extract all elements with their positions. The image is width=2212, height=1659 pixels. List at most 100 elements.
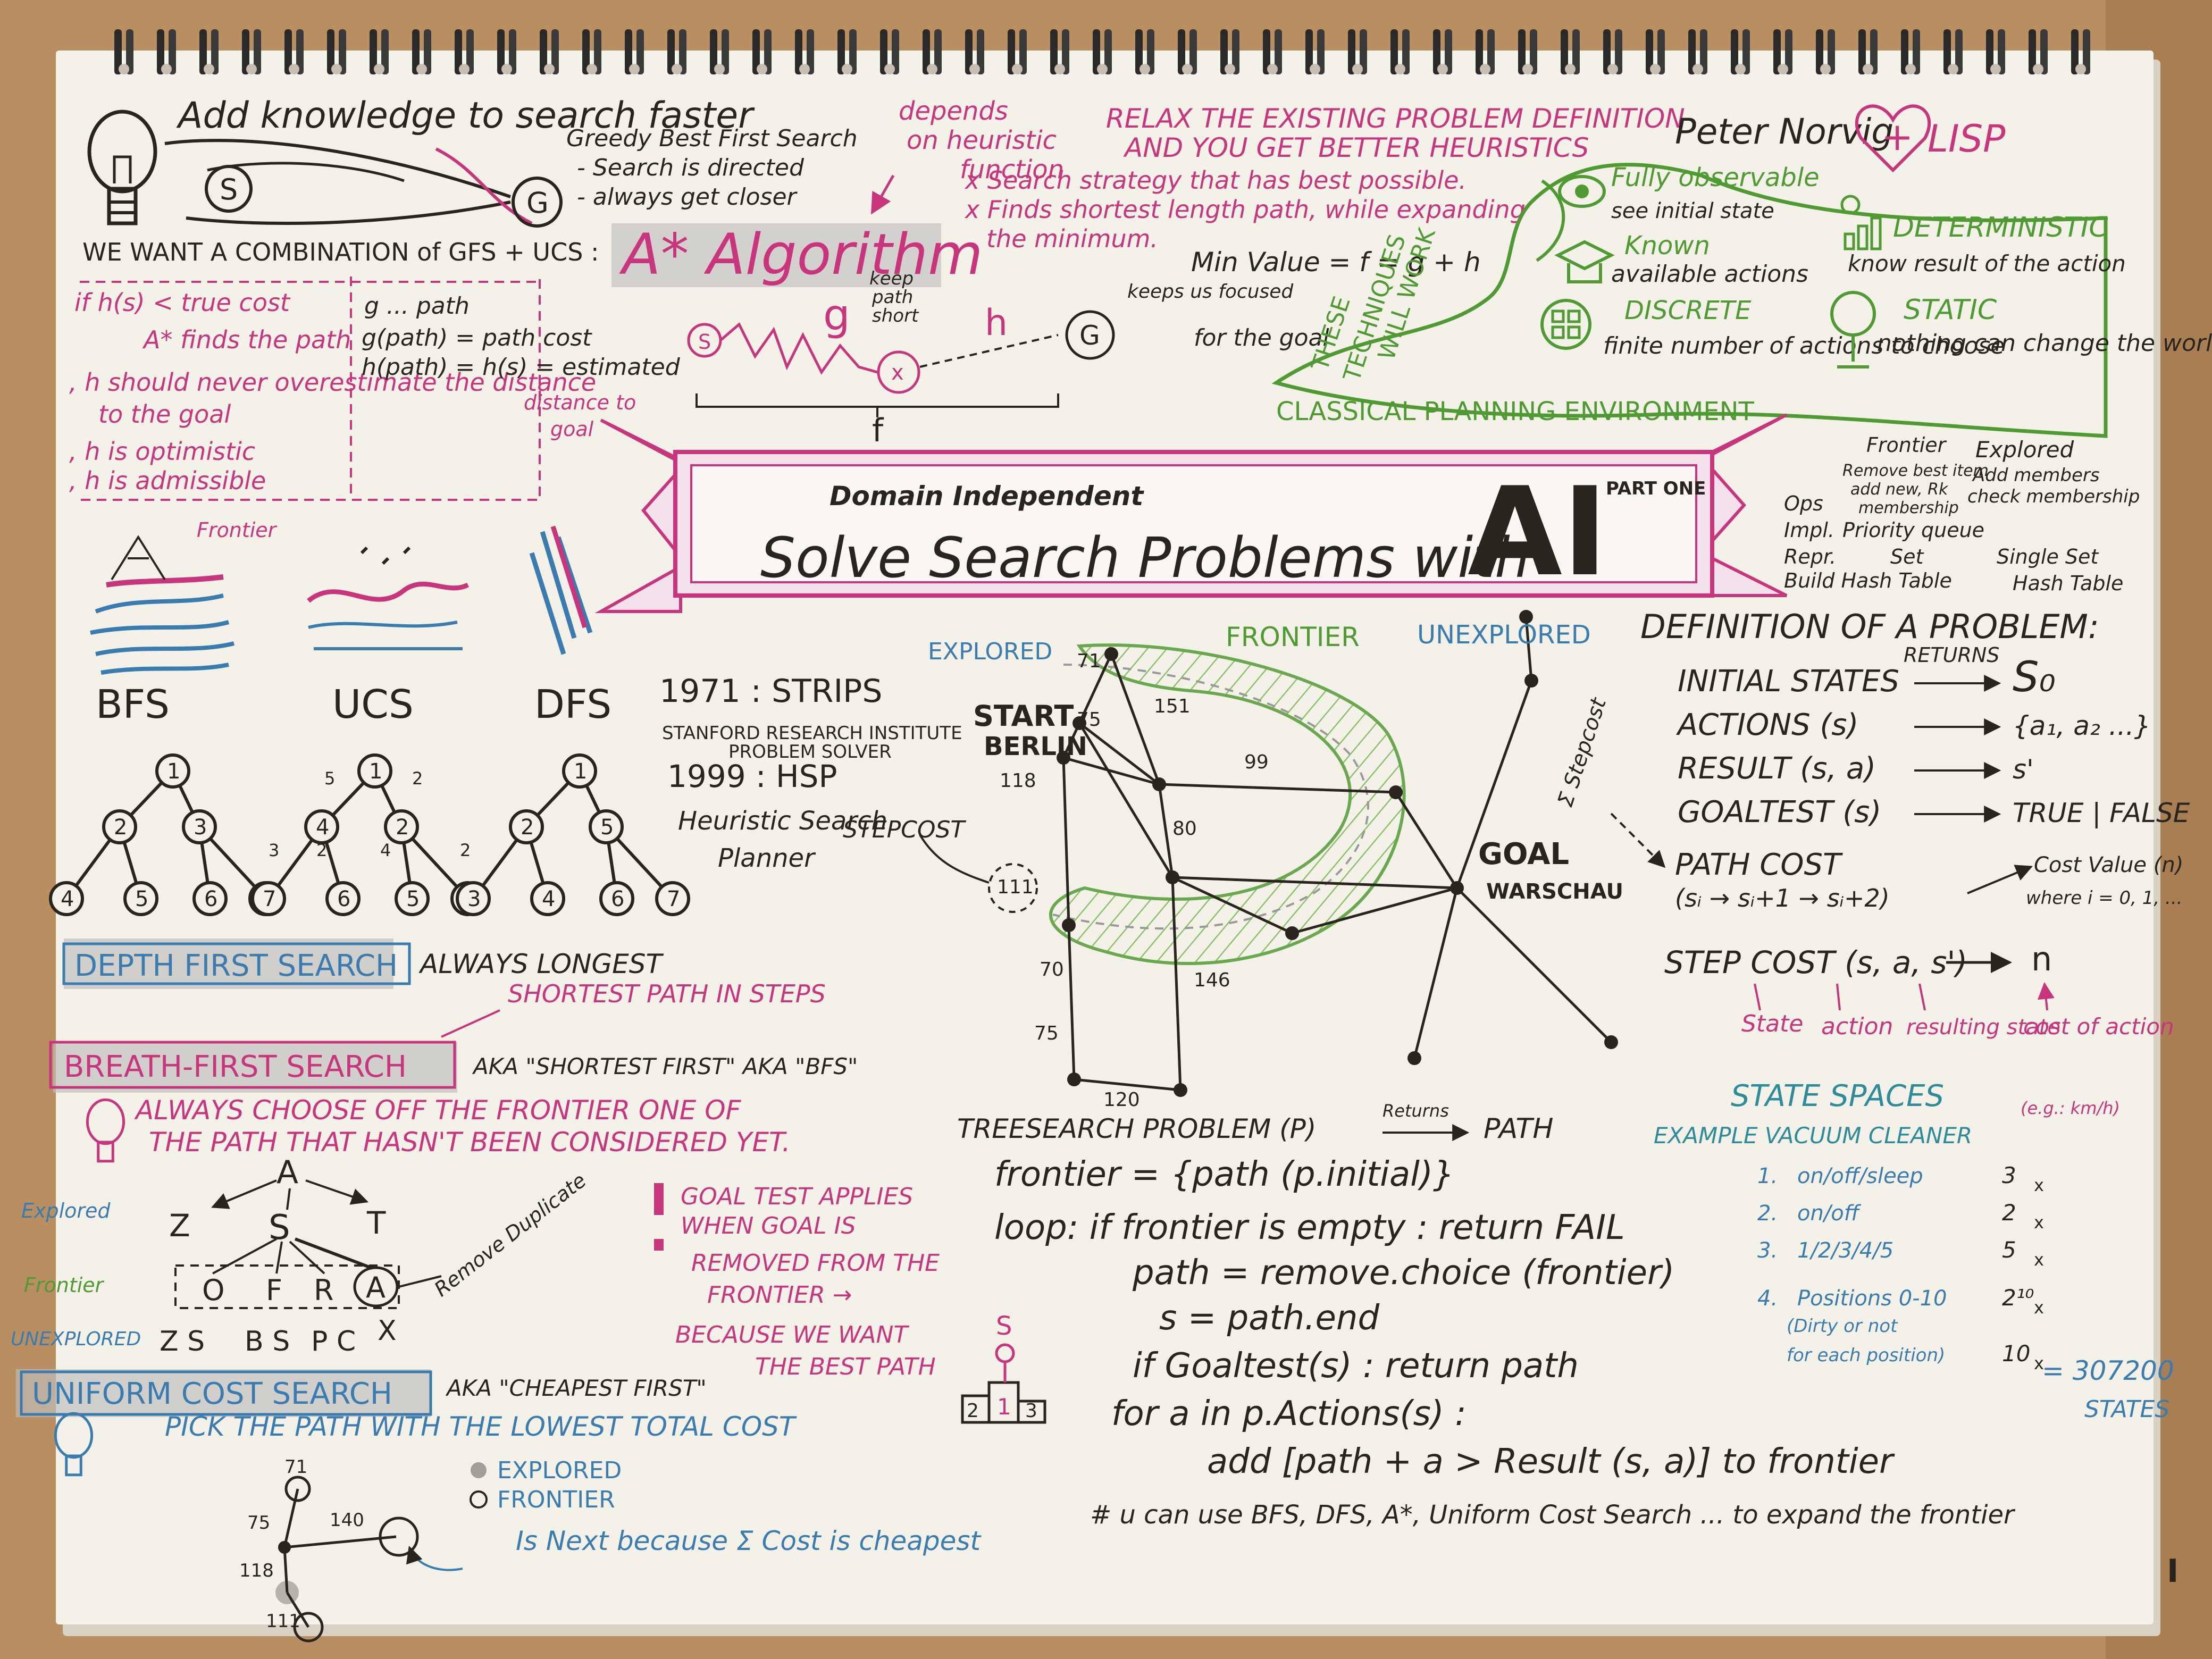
gbfs-s-node: S bbox=[220, 173, 238, 206]
ucs-example-tree bbox=[275, 1462, 488, 1643]
treesearch-title: TREESEARCH PROBLEM (P) bbox=[957, 1113, 1316, 1144]
map-road bbox=[1078, 722, 1174, 878]
spiral-hole bbox=[1182, 64, 1193, 74]
astar-title: A* Algorithm bbox=[619, 222, 983, 287]
bfs-tree-bs: B S bbox=[245, 1326, 290, 1358]
spiral-hole bbox=[1352, 64, 1363, 74]
spiral-ring bbox=[1518, 29, 1526, 74]
spiral-ring bbox=[795, 29, 802, 74]
banner-small: Domain Independent bbox=[830, 481, 1144, 512]
ss-row-label: (Dirty or not bbox=[1787, 1316, 1898, 1337]
heart-plus: + bbox=[1881, 114, 1913, 159]
ucs-legend-frontier: FRONTIER bbox=[497, 1486, 615, 1513]
goaltest-3: REMOVED FROM THE bbox=[691, 1250, 940, 1277]
spiral-ring bbox=[126, 29, 133, 74]
map-road bbox=[1159, 783, 1396, 794]
bfs-tree-node-label: 3 bbox=[194, 815, 207, 840]
spiral-ring bbox=[679, 29, 686, 74]
g-label: g bbox=[823, 290, 850, 340]
spiral-hole bbox=[119, 64, 129, 74]
map-weight: 118 bbox=[1000, 770, 1036, 792]
bfs-tree-node bbox=[155, 753, 190, 789]
problem-value: S₀ bbox=[2013, 653, 2056, 701]
ss-row-num: 3. bbox=[1757, 1238, 1778, 1263]
spiral-ring bbox=[540, 29, 547, 74]
dfs-tree-node-label: 7 bbox=[667, 887, 680, 911]
map-road bbox=[1455, 680, 1533, 889]
spiral-hole bbox=[1522, 64, 1533, 74]
spiral-hole bbox=[1778, 64, 1788, 74]
env-known-title: Known bbox=[1624, 231, 1710, 261]
bfs-tree-x: X bbox=[378, 1315, 397, 1347]
spiral-hole bbox=[842, 64, 852, 74]
dfs-tree-node bbox=[655, 881, 690, 916]
bfs-tree-top: A bbox=[276, 1154, 298, 1191]
astar-bullet-3: the minimum. bbox=[986, 224, 1158, 253]
astar-list-5: , h is optimistic bbox=[69, 437, 255, 466]
spiral-ring bbox=[242, 29, 249, 74]
eye-icon bbox=[1558, 175, 1606, 208]
spiral-ring bbox=[1487, 29, 1495, 74]
astar-def-3: h(path) = h(s) = estimated bbox=[362, 354, 681, 381]
map-city bbox=[1524, 674, 1538, 688]
spiral-ring bbox=[339, 29, 346, 74]
title-banner bbox=[594, 413, 1788, 613]
astar-list-1: if h(s) < true cost bbox=[74, 288, 291, 317]
spiral-ring bbox=[157, 29, 164, 74]
map-road bbox=[1292, 886, 1457, 935]
problem-key: INITIAL STATES bbox=[1678, 664, 1899, 699]
podium-3: 3 bbox=[1025, 1400, 1037, 1422]
ucs-tree-node bbox=[357, 753, 392, 789]
ts-line-7: add [path + a > Result (s, a)] to fronti… bbox=[1207, 1442, 1895, 1481]
ucs-w-118: 118 bbox=[239, 1560, 274, 1581]
astar-g-node: G bbox=[1079, 320, 1100, 351]
spiral-ring bbox=[764, 29, 772, 74]
spiral-ring bbox=[1445, 29, 1452, 74]
map-weight: 111 bbox=[997, 876, 1034, 898]
state-spaces-example: EXAMPLE VACUUM CLEANER bbox=[1654, 1122, 1972, 1149]
spiral-hole bbox=[331, 64, 342, 74]
map-road bbox=[1172, 876, 1457, 890]
ts-line-1: frontier = {path (p.initial)} bbox=[994, 1155, 1455, 1194]
table-explored-3: check membership bbox=[1967, 486, 2140, 507]
planning-environment bbox=[1271, 163, 2108, 438]
bfs-note-line1: ALWAYS CHOOSE OFF THE FRONTIER ONE OF bbox=[134, 1095, 742, 1126]
spiral-hole bbox=[2075, 64, 2086, 74]
table-row-build: Build Hash Table bbox=[1784, 569, 1952, 592]
spiral-hole bbox=[161, 64, 172, 74]
cost-value: Cost Value (n) bbox=[2034, 853, 2183, 877]
problem-key: ACTIONS (s) bbox=[1676, 708, 1858, 742]
ucs-tree-edge-label: 2 bbox=[412, 768, 423, 789]
spiral-hole bbox=[1735, 64, 1746, 74]
spiral-hole bbox=[1820, 64, 1831, 74]
map-city bbox=[1057, 751, 1070, 765]
spiral-hole bbox=[1012, 64, 1023, 74]
ts-line-4: s = path.end bbox=[1159, 1298, 1379, 1338]
bfs-tree-node bbox=[123, 881, 158, 916]
spiral-hole bbox=[1310, 64, 1320, 74]
bfs-tree-node bbox=[182, 809, 217, 844]
sc-state: State bbox=[1741, 1010, 1803, 1037]
spiral-ring bbox=[849, 29, 857, 74]
spiral-ring bbox=[1603, 29, 1611, 74]
astar-s-node: S bbox=[698, 330, 711, 354]
ucs-w-71: 71 bbox=[284, 1456, 307, 1478]
spiral-ring bbox=[1986, 29, 1993, 74]
astar-bullet-2: x Finds shortest length path, while expa… bbox=[964, 195, 1526, 224]
bfs-tree-s: S bbox=[269, 1208, 290, 1247]
ucs-note-label: UNIFORM COST SEARCH bbox=[32, 1377, 392, 1411]
spiral-hole bbox=[629, 64, 640, 74]
spiral-ring bbox=[636, 29, 644, 74]
spiral-ring bbox=[1773, 29, 1781, 74]
spiral-ring bbox=[424, 29, 431, 74]
treesearch-returns: Returns bbox=[1382, 1101, 1449, 1121]
spiral-ring bbox=[1390, 29, 1398, 74]
ss-row-value: 10 bbox=[2002, 1340, 2030, 1367]
norvig-name: Peter Norvig bbox=[1675, 111, 1893, 152]
spiral-hole bbox=[1267, 64, 1278, 74]
lightbulb-icon bbox=[86, 1098, 125, 1163]
ss-row-value: 2 bbox=[2002, 1200, 2016, 1226]
spiral-ring bbox=[1093, 29, 1100, 74]
map-road bbox=[1171, 877, 1182, 1091]
ss-row-value: 2¹⁰ bbox=[2002, 1285, 2034, 1311]
